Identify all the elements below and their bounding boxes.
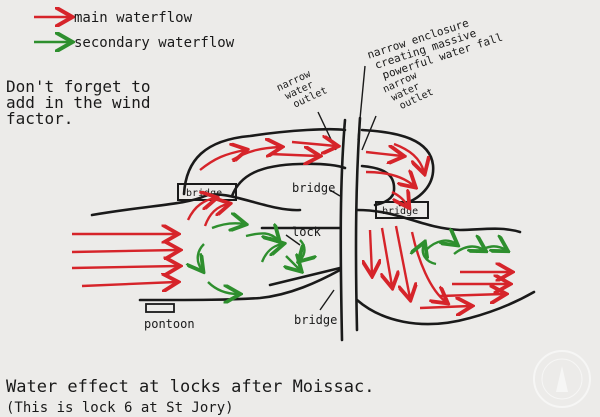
lock-wall-right [354, 116, 362, 332]
secondary-flow-arrow-2 [245, 233, 278, 240]
main-flow-arrow-18 [410, 231, 446, 302]
main-flow-arrow-6 [203, 204, 228, 227]
secondary-flow-arrow-6 [286, 256, 300, 270]
pointer-outlet-right [361, 115, 377, 151]
lower-bank-right [355, 290, 536, 326]
caption: Water effect at locks after Moissac. (Th… [6, 377, 374, 416]
secondary-flow-arrow-3 [198, 243, 204, 270]
main-flow-arrow-22 [419, 306, 470, 308]
bridge-mid-label: bridge [292, 181, 335, 195]
watermark-sail-icon [556, 366, 568, 392]
channel-top-left [182, 127, 347, 196]
main-flow-arrow-8 [231, 147, 280, 162]
watermark-logo [533, 350, 591, 408]
legend: main waterflow secondary waterflow [34, 10, 235, 51]
main-flow-arrow-21 [439, 294, 504, 296]
enclosure-label: narrow enclosure creating massive powerf… [366, 16, 505, 81]
main-flow-arrow-12 [365, 172, 414, 186]
secondary-flow-arrow-10 [475, 246, 506, 252]
secondary-flow-arrow-4 [207, 281, 238, 294]
pointer-bridge-bottom [319, 289, 335, 311]
main-flow-arrow-16 [382, 227, 392, 286]
lock-label: lock [292, 225, 322, 239]
wind-note-line2: add in the wind [6, 93, 151, 112]
lower-bank-left [138, 268, 342, 302]
bridge-left-label: bridge [186, 188, 222, 199]
main-flow-arrow-2 [71, 250, 178, 252]
main-flow-arrow-4 [81, 282, 176, 286]
main-flow-arrows [71, 142, 510, 308]
outlet-label-left: narrow water outlet [275, 68, 329, 110]
secondary-flow-arrow-7 [300, 239, 305, 260]
wind-note: Don't forget to add in the wind factor. [6, 77, 151, 128]
pontoon: pontoon [144, 303, 195, 331]
lock-wall-left [339, 118, 347, 342]
secondary-flow-arrow-5 [260, 244, 282, 263]
main-flow-arrow-9 [269, 154, 318, 156]
main-flow-arrow-15 [370, 229, 372, 274]
secondary-flow-arrow-8 [425, 241, 456, 251]
caption-line2: (This is lock 6 at St Jory) [6, 400, 234, 416]
pontoon-box [145, 303, 175, 313]
wind-note-line3: factor. [6, 109, 73, 128]
bridge-bottom-label: bridge [294, 313, 337, 327]
main-flow-arrow-17 [394, 225, 410, 298]
channel-inner-left [230, 162, 347, 198]
bridge-right-label: bridge [382, 206, 418, 217]
main-flow-arrow-10 [291, 142, 336, 146]
main-flow-arrow-14 [391, 192, 408, 206]
wind-note-line1: Don't forget to [6, 77, 151, 96]
bridge-left: bridge [177, 183, 237, 201]
main-flow-arrow-11 [365, 152, 402, 156]
secondary-flow-arrow-1 [211, 223, 244, 228]
main-flow-arrow-3 [71, 266, 178, 268]
legend-secondary-label: secondary waterflow [74, 35, 235, 51]
lock-gate-bottom [268, 266, 342, 287]
channel-top-right [360, 128, 435, 207]
caption-line1: Water effect at locks after Moissac. [6, 377, 374, 397]
secondary-flow-arrows [198, 223, 506, 294]
pointer-bridge-mid [329, 189, 341, 197]
secondary-flow-arrow-11 [423, 244, 437, 266]
watermark-inner-ring [541, 358, 583, 400]
legend-main-label: main waterflow [74, 10, 193, 26]
river-outline [90, 116, 536, 342]
main-flow-arrow-13 [393, 142, 424, 172]
pontoon-label: pontoon [144, 317, 195, 331]
watermark-ring [533, 350, 591, 408]
main-flow-arrow-7 [199, 150, 245, 171]
